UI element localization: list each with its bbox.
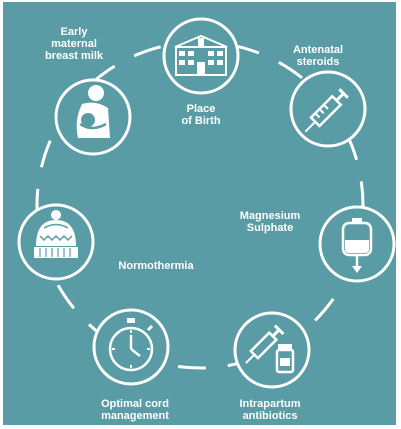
stopwatch-icon xyxy=(92,308,170,386)
syringe-vial-icon xyxy=(233,311,311,389)
node-label-magnesium-sulphate: Magnesium Sulphate xyxy=(239,210,301,234)
syringe-icon xyxy=(289,70,367,148)
node-label-normothermia: Normothermia xyxy=(118,260,194,272)
node-label-early-maternal-breast-milk: Early maternal breast milk xyxy=(44,26,104,62)
node-label-optimal-cord-management: Optimal cord management xyxy=(101,398,169,422)
node-label-antenatal-steroids: Antenatal steroids xyxy=(292,44,344,68)
breastfeeding-icon xyxy=(54,78,132,156)
node-label-intrapartum-antibiotics: Intrapartum antibiotics xyxy=(239,398,301,422)
knit-hat-icon xyxy=(17,203,95,281)
node-label-place-of-birth: Place of Birth xyxy=(181,103,221,127)
hospital-icon xyxy=(162,17,240,95)
iv-bag-icon xyxy=(318,205,396,283)
